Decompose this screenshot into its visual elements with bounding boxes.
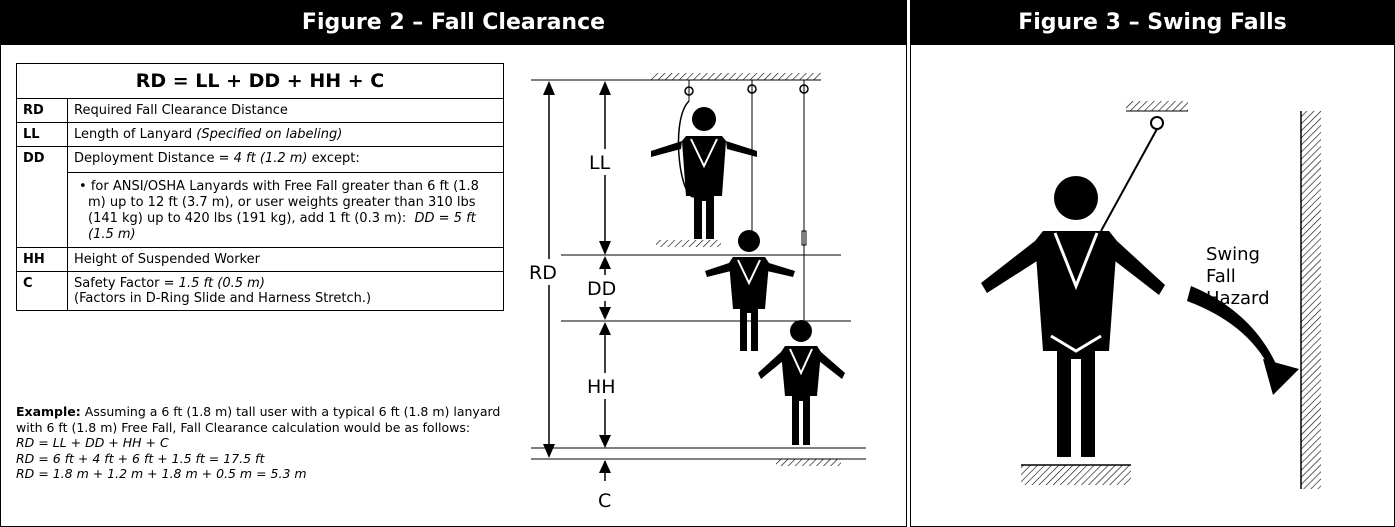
swing-label-line: Swing: [1206, 244, 1260, 265]
row-italic: (Specified on labeling): [196, 127, 343, 142]
ceiling-anchor: [1126, 101, 1188, 111]
row-text: Required Fall Clearance Distance: [67, 98, 504, 123]
table-row: HH Height of Suspended Worker: [16, 247, 504, 272]
row-text: Length of Lanyard: [74, 127, 193, 142]
row-code: DD: [16, 146, 68, 248]
fall-clearance-diagram: RD LL DD HH C: [529, 73, 866, 512]
c-arrow: [599, 460, 611, 481]
figure-2-title: Figure 2 – Fall Clearance: [1, 1, 906, 45]
table-row: RD Required Fall Clearance Distance: [16, 98, 504, 123]
swing-label-line: Hazard: [1206, 288, 1270, 309]
row-text: Height of Suspended Worker: [67, 247, 504, 272]
row-after: except:: [307, 151, 360, 166]
worker-figure: [981, 176, 1165, 457]
row-bullet: for ANSI/OSHA Lanyards with Free Fall gr…: [88, 179, 479, 226]
row-code: HH: [16, 247, 68, 272]
row-italic: 4 ft (1.2 m): [233, 151, 308, 166]
row-italic: 1.5 ft (0.5 m): [178, 276, 265, 291]
row-code: LL: [16, 122, 68, 147]
formula-table: RD = LL + DD + HH + C RD Required Fall C…: [16, 63, 504, 311]
swing-label-line: Fall: [1206, 266, 1236, 287]
worker-figure: [758, 320, 845, 445]
swing-fall-diagram: [981, 101, 1321, 489]
label-ll: LL: [589, 152, 611, 174]
floor: [1021, 465, 1131, 485]
platform: [656, 240, 721, 247]
example-block: Example: Assuming a 6 ft (1.8 m) tall us…: [16, 404, 516, 482]
label-hh: HH: [587, 376, 616, 398]
worker-figure: [705, 230, 795, 351]
row-text: Safety Factor =: [74, 276, 179, 291]
row-code: RD: [16, 98, 68, 123]
example-text: Assuming a 6 ft (1.8 m) tall user with a…: [16, 404, 501, 435]
row-code: C: [16, 271, 68, 311]
formula-header: RD = LL + DD + HH + C: [16, 63, 504, 99]
figure-3-panel: Figure 3 – Swing Falls Swi: [910, 0, 1395, 527]
row-bullet-italic: DD = 5 ft (1.5 m): [88, 211, 476, 242]
wall: [1301, 111, 1321, 489]
label-dd: DD: [587, 278, 616, 300]
ceiling-anchor: [651, 73, 821, 80]
label-c: C: [598, 490, 611, 512]
label-rd: RD: [529, 262, 557, 284]
table-row: LL Length of Lanyard (Specified on label…: [16, 122, 504, 147]
example-eq2: RD = 6 ft + 4 ft + 6 ft + 1.5 ft = 17.5 …: [16, 450, 265, 466]
table-row: DD Deployment Distance = 4 ft (1.2 m) ex…: [16, 146, 504, 248]
swing-arrow: [1187, 286, 1276, 367]
table-row: C Safety Factor = 1.5 ft (0.5 m)(Factors…: [16, 271, 504, 311]
row-note: (Factors in D-Ring Slide and Harness Str…: [74, 291, 372, 306]
row-text: Deployment Distance =: [74, 151, 234, 166]
example-eq1: RD = LL + DD + HH + C: [16, 435, 169, 450]
figure-3-title: Figure 3 – Swing Falls: [911, 1, 1394, 45]
swing-fall-hazard-label: Swing Fall Hazard: [1206, 244, 1270, 310]
example-eq3: RD = 1.8 m + 1.2 m + 1.8 m + 0.5 m = 5.3…: [16, 466, 307, 481]
floor: [776, 459, 841, 466]
example-label: Example:: [16, 404, 81, 419]
figure-2-panel: Figure 2 – Fall Clearance RD = LL + DD +…: [0, 0, 907, 527]
worker-figure: [651, 107, 757, 239]
